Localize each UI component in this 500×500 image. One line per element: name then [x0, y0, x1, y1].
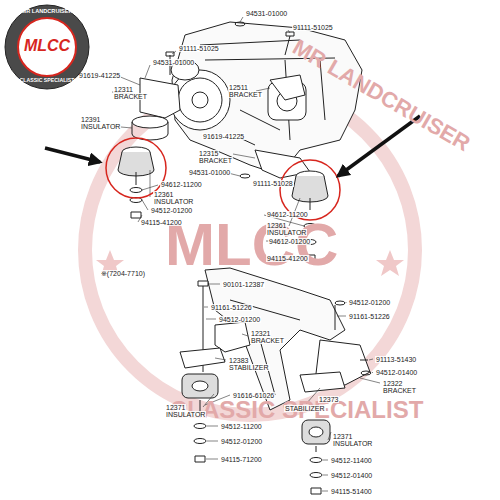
callout-number: 12383 [228, 357, 249, 364]
callout-number: 12371 [165, 404, 186, 411]
callout-number: 91111-51025 [292, 24, 334, 31]
bracket-12511 [270, 75, 305, 100]
logo-text: CLASSIC SPECIALIST [4, 78, 90, 83]
callout-number: 94512-11200 [220, 423, 263, 430]
pointer-arrows [45, 116, 420, 176]
callout-number: BRACKET [382, 387, 417, 394]
callout-number: 94512-01200 [150, 207, 193, 214]
callout-number: 12322 [382, 380, 403, 387]
watermark-text: MLCC [165, 215, 338, 275]
bracket-12321 [215, 322, 250, 352]
callout-number: 12315 [198, 150, 219, 157]
callout-number: BRACKET [228, 91, 263, 98]
frame-crossmember [205, 268, 345, 410]
callout-number: 12361 [153, 191, 174, 198]
callout-number: 94115-41200 [140, 219, 183, 226]
callout-number: 12511 [228, 84, 249, 91]
callout-number: 90101-12387 [222, 281, 265, 288]
callout-number: 91161-51226 [210, 304, 253, 311]
callout-number: ※(7204-7710) [100, 270, 146, 277]
callout-number: STABILIZER [284, 405, 326, 412]
callout-number: 94115-51400 [330, 488, 373, 495]
callout-number: 91161-51226 [348, 313, 391, 320]
callout-number: 12321 [250, 330, 271, 337]
bolt-head [198, 281, 208, 286]
callout-number: 94115-41200 [266, 255, 309, 262]
callout-number: 94612-11200 [266, 211, 309, 218]
callout-number: 91619-41225 [78, 72, 121, 79]
callout-number: 91616-61026 [232, 392, 275, 399]
callout-number: 91111-51025 [178, 45, 220, 52]
callout-number: INSULATOR [153, 198, 194, 205]
callout-number: 94612-01200 [268, 238, 311, 245]
callout-number: 94612-11200 [160, 181, 203, 188]
callout-number: 94531-01000 [188, 169, 231, 176]
callout-number: 94512-01400 [330, 472, 373, 479]
callout-number: 94512-01200 [348, 299, 391, 306]
highlight-circles [106, 138, 340, 220]
callout-number: 94531-01000 [245, 10, 288, 17]
callout-number: INSULATOR [165, 411, 206, 418]
logo-badge: MR LANDCRUISER MLCC CLASSIC SPECIALIST [4, 4, 90, 90]
callout-number: 12371 [332, 433, 353, 440]
callout-number: BRACKET [250, 337, 285, 344]
stabilizer-12373 [300, 372, 345, 392]
callout-number: BRACKET [113, 93, 148, 100]
mount-insulator-left [118, 147, 154, 218]
logo-text: MLCC [4, 38, 90, 54]
callout-number: 94115-71200 [220, 456, 263, 463]
callout-number: BRACKET [198, 157, 233, 164]
callout-number: INSULATOR [80, 123, 121, 130]
fasteners-top [166, 22, 294, 178]
callout-number: STABILIZER [228, 364, 270, 371]
callout-number: 94512-01400 [375, 369, 418, 376]
callout-number: 94512-01200 [218, 316, 261, 323]
callout-number: 91113-51430 [375, 356, 417, 363]
callout-number: 12361 [266, 222, 287, 229]
callout-number: 94531-01000 [152, 59, 195, 66]
callout-number: 94512-11400 [330, 457, 373, 464]
stabilizer-12383 [180, 348, 225, 368]
callout-number: 12311 [113, 86, 134, 93]
callout-number: 91111-51028 [252, 180, 294, 187]
callout-number: 94512-01200 [220, 438, 263, 445]
insulator-12391 [132, 116, 168, 140]
callout-number: INSULATOR [266, 229, 307, 236]
insulator-12371-left [182, 374, 218, 398]
callout-number: 12373 [318, 396, 339, 403]
logo-text: MR LANDCRUISER [4, 9, 90, 15]
callout-number: INSULATOR [332, 440, 373, 447]
callout-number: 91619-41225 [202, 133, 245, 140]
insulator-12371-right [302, 420, 330, 494]
callout-number: 12391 [80, 116, 101, 123]
